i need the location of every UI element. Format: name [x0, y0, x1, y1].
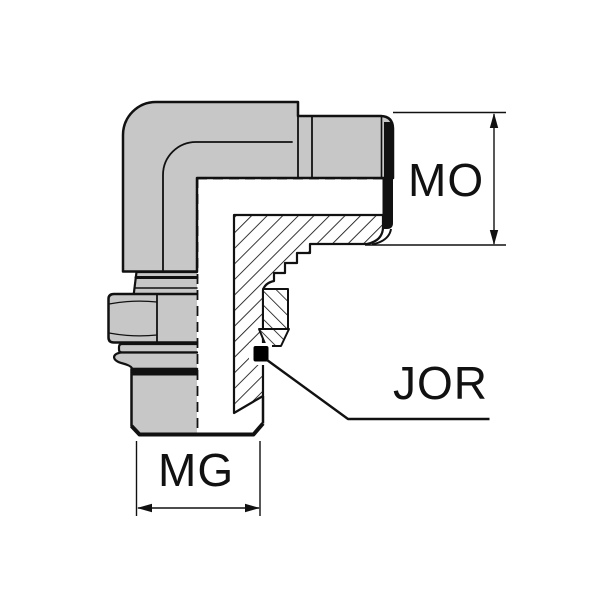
stud-thread-start-band — [131, 369, 197, 376]
nut-bevel-top — [108, 300, 158, 305]
mo-arrowhead-down-icon — [489, 230, 499, 245]
label-jor: JOR — [393, 357, 488, 409]
mg-arrowhead-left-icon — [137, 503, 152, 513]
lock-nut-outline — [107, 292, 199, 344]
cone-seal-outline — [113, 351, 199, 371]
section-washer-hatch — [258, 328, 290, 347]
dimension-mg: MG — [135, 441, 261, 516]
washer — [119, 344, 197, 353]
mg-arrowhead-right-icon — [245, 503, 260, 513]
thread-relief-band — [384, 122, 393, 229]
label-mo: MO — [408, 154, 484, 206]
callout-jor: JOR — [266, 357, 490, 421]
elbow-inner-edge — [162, 141, 293, 271]
bottom-stud — [131, 369, 197, 434]
fitting-section-view — [130, 122, 393, 437]
port-end-silhouette — [371, 228, 392, 246]
fitting-external-view — [107, 100, 395, 436]
label-mg: MG — [158, 444, 234, 496]
mo-arrowhead-up-icon — [489, 113, 499, 128]
dimension-mo: MO — [365, 111, 506, 246]
section-nut-hatch — [262, 288, 289, 330]
jor-leader-line — [266, 359, 490, 421]
lock-nut — [108, 294, 197, 343]
stud-bottom-edge — [130, 422, 265, 437]
nut-bevel-bottom — [108, 332, 158, 337]
cone-seal — [114, 352, 197, 369]
section-body-hatch — [232, 213, 385, 415]
collar — [133, 272, 197, 296]
o-ring — [253, 346, 269, 362]
